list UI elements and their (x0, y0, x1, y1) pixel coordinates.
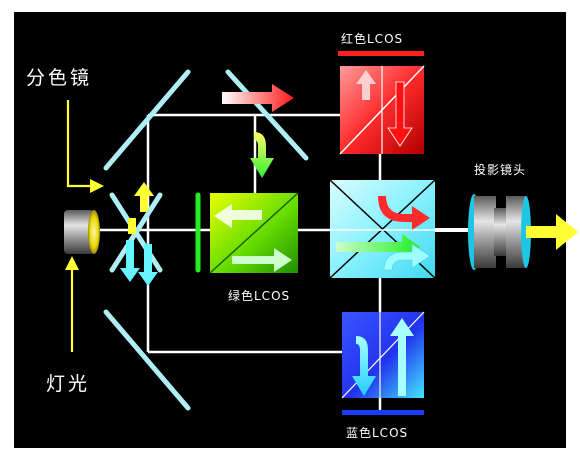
dichroic-mirror-label: 分色镜 (26, 67, 92, 89)
arrow-icon (214, 204, 262, 228)
blue-lcos-panel (342, 410, 424, 415)
arrow-icon (222, 84, 294, 112)
arrow-icon (90, 179, 104, 193)
arrow-icon (66, 100, 90, 188)
green-lcos-module (209, 192, 299, 274)
cross-prism (329, 179, 436, 279)
lamp-icon (64, 210, 100, 254)
arrow-icon (250, 132, 274, 178)
projection-lens-icon (468, 194, 531, 270)
arrow-icon (65, 256, 79, 270)
arrow-icon (134, 182, 154, 212)
arrow-icon (378, 196, 430, 230)
arrow-icon (232, 248, 292, 272)
arrow-icon (120, 240, 140, 282)
mirror-icon (103, 309, 191, 411)
red-lcos-module (338, 51, 425, 155)
projection-lens-label: 投影镜头 (474, 162, 526, 177)
blue-lcos-label: 蓝色LCOS (346, 426, 408, 440)
arrow-icon (356, 70, 376, 100)
lamp-label: 灯光 (46, 373, 90, 395)
red-lcos-panel (338, 51, 424, 56)
arrow-icon (138, 244, 158, 286)
mirror-icon (103, 69, 191, 171)
arrow-icon (390, 318, 414, 396)
mirror-icon (225, 69, 309, 161)
blue-lcos-module (341, 311, 425, 415)
arrow-icon (128, 218, 136, 234)
red-lcos-label: 红色LCOS (341, 31, 403, 46)
arrow-icon (336, 234, 420, 260)
arrow-icon (352, 336, 376, 396)
arrow-icon (387, 81, 413, 147)
arrow-icon (383, 243, 431, 271)
arrow-icon (526, 214, 578, 250)
green-lcos-label: 绿色LCOS (228, 288, 290, 303)
